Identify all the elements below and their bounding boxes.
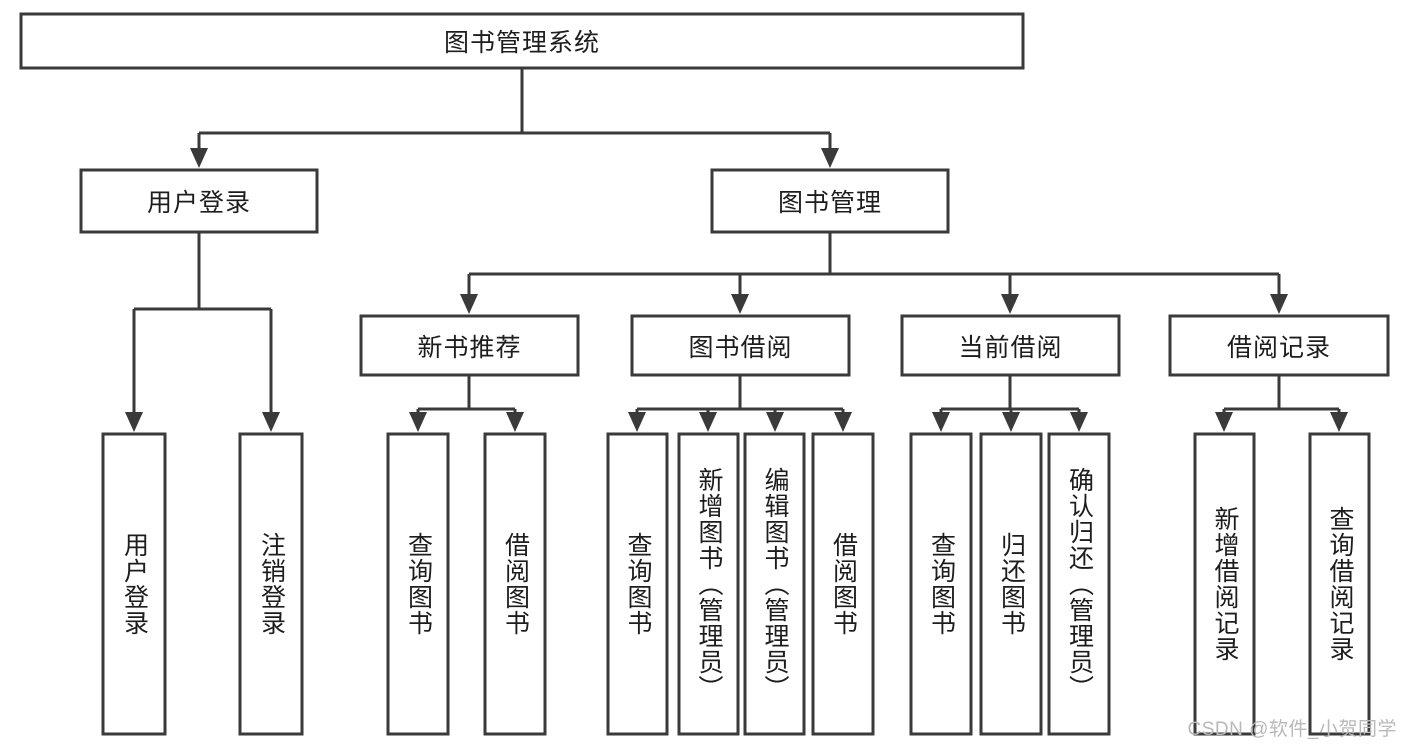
node-box-leaf-return-book[interactable] <box>979 432 1043 736</box>
arrow-head-icon <box>262 412 280 432</box>
node-label-leaf-user-login: 用户登录 <box>120 532 149 636</box>
node-label-book-borrow: 图书借阅 <box>688 333 793 362</box>
node-box-leaf-edit-book-admin[interactable] <box>743 432 806 736</box>
connector-line <box>939 375 1081 414</box>
node-label-borrow-record: 借阅记录 <box>1226 333 1331 362</box>
node-label-leaf-confirm-return-admin: 确认归还（管理员） <box>1065 467 1094 701</box>
arrow-head-icon <box>460 294 478 314</box>
node-label-leaf-query-borrow-record: 查询借阅记录 <box>1326 506 1354 662</box>
node-boxes-layer <box>19 12 1390 736</box>
arrow-head-icon <box>1215 412 1233 432</box>
node-box-leaf-add-book-admin[interactable] <box>677 432 740 736</box>
connectors-layer <box>125 68 1348 432</box>
arrow-head-icon <box>699 412 717 432</box>
arrow-head-icon <box>731 294 749 314</box>
node-label-user-login: 用户登录 <box>146 189 251 217</box>
node-label-leaf-add-book-admin: 新增图书（管理员） <box>695 467 723 701</box>
connector-line <box>416 375 517 414</box>
arrow-head-icon <box>1002 412 1020 432</box>
node-box-book-borrow[interactable] <box>630 314 851 377</box>
connector-line <box>1222 375 1341 414</box>
node-box-root[interactable] <box>19 12 1025 70</box>
node-label-leaf-return-book: 归还图书 <box>997 532 1026 636</box>
node-box-leaf-user-login[interactable] <box>101 432 167 736</box>
connector-line <box>197 68 832 150</box>
watermark-text: CSDN @软件_小贺同学 <box>1187 719 1397 740</box>
arrow-head-icon <box>932 412 950 432</box>
node-label-leaf-edit-book-admin: 编辑图书（管理员） <box>761 467 789 701</box>
arrow-head-icon <box>125 412 143 432</box>
node-box-leaf-query-borrow-record[interactable] <box>1308 432 1371 736</box>
arrow-head-icon <box>766 412 784 432</box>
arrow-head-icon <box>190 148 208 168</box>
node-label-leaf-add-borrow-record: 新增借阅记录 <box>1211 506 1239 662</box>
node-label-leaf-borrow-book-rec: 借阅图书 <box>501 532 530 636</box>
node-label-leaf-query-book-rec: 查询图书 <box>404 532 433 636</box>
arrow-head-icon <box>834 412 852 432</box>
node-box-leaf-query-book-current[interactable] <box>909 432 973 736</box>
node-box-leaf-borrow-book-rec[interactable] <box>483 432 547 736</box>
node-label-root: 图书管理系统 <box>443 29 600 57</box>
node-label-leaf-query-book-current: 查询图书 <box>927 532 956 636</box>
node-box-book-management[interactable] <box>710 168 950 234</box>
node-box-current-borrow[interactable] <box>900 314 1121 377</box>
node-box-leaf-confirm-return-admin[interactable] <box>1047 432 1111 736</box>
node-label-new-book-recommend: 新书推荐 <box>417 333 522 362</box>
node-label-leaf-borrow-book: 借阅图书 <box>829 532 858 636</box>
arrow-head-icon <box>628 412 646 432</box>
arrow-head-icon <box>409 412 427 432</box>
connector-line <box>467 232 1281 296</box>
arrow-head-icon <box>1270 294 1288 314</box>
arrow-head-icon <box>1001 294 1019 314</box>
arrow-head-icon <box>506 412 524 432</box>
node-label-book-management: 图书管理 <box>777 189 882 217</box>
node-box-borrow-record[interactable] <box>1168 314 1390 377</box>
node-label-leaf-logout: 注销登录 <box>257 532 286 636</box>
node-box-leaf-query-book-rec[interactable] <box>386 432 450 736</box>
connector-line <box>635 375 845 414</box>
connector-line <box>132 232 273 414</box>
node-box-new-book-recommend[interactable] <box>359 314 580 377</box>
node-label-leaf-query-book-borrow: 查询图书 <box>624 532 652 636</box>
arrow-head-icon <box>821 148 839 168</box>
node-box-leaf-add-borrow-record[interactable] <box>1193 432 1256 736</box>
node-box-leaf-borrow-book[interactable] <box>811 432 875 736</box>
node-box-user-login[interactable] <box>79 168 319 234</box>
arrow-head-icon <box>1330 412 1348 432</box>
node-label-current-borrow: 当前借阅 <box>958 333 1063 362</box>
node-box-leaf-query-book-borrow[interactable] <box>606 432 669 736</box>
node-box-leaf-logout[interactable] <box>238 432 304 736</box>
arrow-head-icon <box>1070 412 1088 432</box>
